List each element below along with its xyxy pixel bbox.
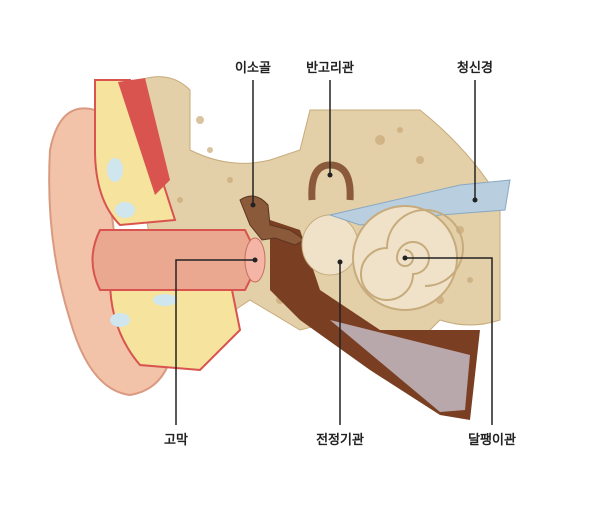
label-semicircular-canals: 반고리관 (306, 60, 354, 76)
label-auditory-nerve: 청신경 (457, 60, 493, 76)
lower-membrane (330, 320, 470, 412)
label-vestibule: 전정기관 (316, 432, 364, 448)
dot-ossicles (250, 202, 256, 208)
dot-vestibule (337, 259, 343, 265)
leader-cochlea (405, 257, 493, 425)
label-cochlea: 달팽이관 (468, 432, 516, 448)
cartilage-lower (108, 279, 242, 372)
label-ossicles: 이소골 (235, 60, 271, 76)
dot-nerve (472, 197, 478, 203)
dot-eardrum (252, 257, 258, 263)
dot-semicircular (327, 172, 333, 178)
cartilage-highlights (107, 158, 177, 327)
ossicles (239, 195, 306, 246)
dot-cochlea (402, 255, 408, 261)
label-eardrum: 고막 (164, 432, 188, 448)
leader-eardrum (175, 259, 255, 425)
vestibule (301, 214, 359, 276)
auditory-nerve (328, 179, 511, 226)
muscle (118, 78, 170, 195)
